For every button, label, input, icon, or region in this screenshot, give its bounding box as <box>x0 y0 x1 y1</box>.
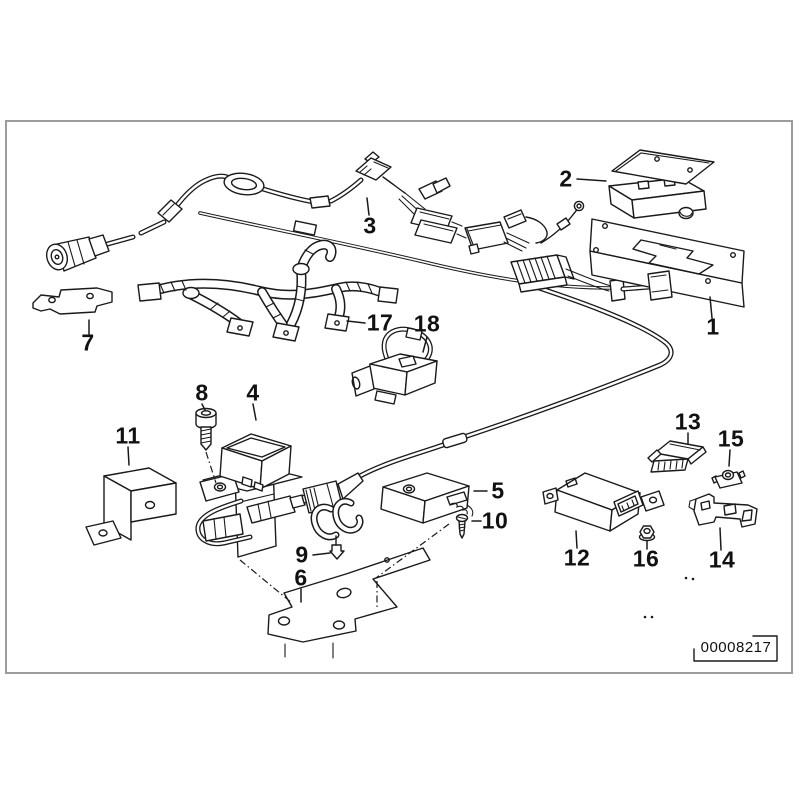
callout-1: 1 <box>706 313 720 340</box>
callout-14: 14 <box>708 546 736 573</box>
multipin-connector-icon <box>510 254 575 293</box>
part-8-screw <box>195 407 217 451</box>
part-3-wiring-harness <box>45 151 652 302</box>
part-16-nut <box>638 525 656 542</box>
reference-dots <box>643 576 695 619</box>
callout-18: 18 <box>413 310 441 337</box>
callout-11: 11 <box>115 422 141 449</box>
part-10-screw <box>455 513 469 539</box>
part-18-sensor <box>351 326 438 405</box>
part-11-mounting-bracket <box>85 467 177 546</box>
part-7-bracket-plate <box>32 287 113 315</box>
plug-connector-icon <box>355 151 392 181</box>
part-14-rail-bracket <box>688 493 758 528</box>
callout-7: 7 <box>81 329 95 356</box>
part-6-mounting-plate <box>267 547 431 659</box>
part-2-housing <box>608 149 715 220</box>
callout-2: 2 <box>559 165 573 192</box>
document-number: 00008217 <box>700 639 772 656</box>
callout-16: 16 <box>632 545 660 572</box>
callout-4: 4 <box>246 379 260 406</box>
diagram-border <box>5 120 793 674</box>
callout-17: 17 <box>366 309 394 336</box>
part-12-control-unit <box>542 472 665 532</box>
part-9-cable-clip <box>310 497 364 560</box>
part-1-control-module <box>589 218 745 308</box>
part-17-cable-guide <box>137 239 399 342</box>
callout-leader-lines <box>88 178 731 603</box>
assembly-axis-lines <box>205 451 450 610</box>
part-13-retaining-clip <box>647 440 707 473</box>
stamp-box <box>693 635 778 662</box>
callout-10: 10 <box>481 507 509 534</box>
part-4-voltage-converter <box>195 433 364 558</box>
sensor-sweep-cable <box>357 280 674 479</box>
cable-socket-icon <box>302 472 364 514</box>
callout-6: 6 <box>294 564 308 591</box>
callout-9: 9 <box>295 541 309 568</box>
barrel-connector-icon <box>45 234 110 272</box>
callout-13: 13 <box>674 408 702 435</box>
callout-3: 3 <box>363 212 377 239</box>
part-5-module <box>380 472 474 524</box>
part-15-clip-nut <box>711 469 746 489</box>
callout-12: 12 <box>563 544 591 571</box>
callout-15: 15 <box>717 425 745 452</box>
callout-8: 8 <box>195 379 209 406</box>
callout-5: 5 <box>491 477 505 504</box>
ring-terminal-icon <box>540 200 585 244</box>
